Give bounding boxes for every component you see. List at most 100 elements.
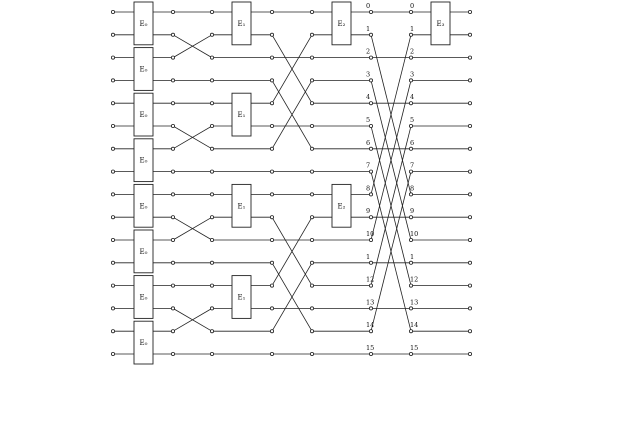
wire-node bbox=[111, 55, 116, 60]
permutation-wire bbox=[370, 34, 412, 195]
wire-node bbox=[309, 260, 314, 265]
wire-node bbox=[170, 192, 175, 197]
wire-node bbox=[408, 329, 413, 334]
wire-node bbox=[170, 101, 175, 106]
wire-node bbox=[269, 124, 274, 129]
wire-index-label: 7 bbox=[366, 162, 370, 170]
wire-node bbox=[309, 329, 314, 334]
wire-index-label: 4 bbox=[410, 93, 414, 101]
wire-node bbox=[368, 124, 373, 129]
wire-node bbox=[170, 55, 175, 60]
wire-node bbox=[467, 260, 472, 265]
compare-element-box bbox=[331, 1, 352, 46]
wire-index-label: 2 bbox=[366, 48, 370, 56]
wire-node bbox=[269, 351, 274, 356]
wire-node bbox=[408, 101, 413, 106]
permutation-wire bbox=[172, 308, 213, 332]
wire-node bbox=[309, 146, 314, 151]
compare-element-label: E₁ bbox=[238, 202, 246, 210]
wire-node bbox=[111, 351, 116, 356]
compare-element-label: E₀ bbox=[140, 20, 148, 28]
wire-node bbox=[170, 78, 175, 83]
wire-index-label: 1 bbox=[366, 25, 370, 33]
wire-node bbox=[408, 237, 413, 242]
wire-node bbox=[467, 32, 472, 37]
wire-node bbox=[209, 351, 214, 356]
wire-node bbox=[111, 306, 116, 311]
compare-element-box bbox=[133, 1, 154, 46]
wire-node bbox=[269, 192, 274, 197]
wire-node bbox=[408, 215, 413, 220]
compare-element-label: E₀ bbox=[140, 111, 148, 119]
wire-node bbox=[111, 146, 116, 151]
compare-element-label: E₁ bbox=[238, 111, 246, 119]
wire-node bbox=[209, 101, 214, 106]
wire-node bbox=[209, 78, 214, 83]
wire-node bbox=[408, 32, 413, 37]
wire-node bbox=[209, 306, 214, 311]
wire-node bbox=[269, 260, 274, 265]
wire-node bbox=[408, 283, 413, 288]
wire-node bbox=[170, 306, 175, 311]
permutation-wire bbox=[370, 125, 412, 286]
wire-node bbox=[467, 101, 472, 106]
wire-node bbox=[111, 215, 116, 220]
wire-node bbox=[170, 237, 175, 242]
wire-node bbox=[467, 329, 472, 334]
wire-node bbox=[467, 124, 472, 129]
wire-node bbox=[309, 55, 314, 60]
compare-element-box bbox=[430, 1, 451, 46]
compare-element-label: E₂ bbox=[338, 202, 346, 210]
wire-node bbox=[209, 329, 214, 334]
wire-node bbox=[408, 124, 413, 129]
wire-node bbox=[309, 237, 314, 242]
permutation-wire bbox=[370, 171, 412, 332]
wire-node bbox=[368, 9, 373, 14]
wire-node bbox=[467, 351, 472, 356]
wire-index-label: 13 bbox=[410, 298, 418, 306]
wire-node bbox=[368, 146, 373, 151]
wire-node bbox=[209, 32, 214, 37]
wire-index-label: 8 bbox=[410, 184, 414, 192]
wire-node bbox=[368, 32, 373, 37]
compare-element-box bbox=[331, 183, 352, 228]
wire-node bbox=[269, 9, 274, 14]
wire-node bbox=[408, 146, 413, 151]
wire-label-layer: 0123456789101121314150123456789101121314… bbox=[366, 2, 418, 352]
wire-node bbox=[368, 55, 373, 60]
wire-node bbox=[170, 260, 175, 265]
wire-node bbox=[269, 78, 274, 83]
wire-node bbox=[269, 101, 274, 106]
compare-element-label: E₁ bbox=[238, 294, 246, 302]
wire-node bbox=[309, 192, 314, 197]
compare-element-box bbox=[231, 1, 252, 46]
compare-element-label: E₀ bbox=[140, 202, 148, 210]
wire-node bbox=[467, 9, 472, 14]
compare-element-label: E₂ bbox=[338, 20, 346, 28]
wire-node bbox=[309, 215, 314, 220]
wire-node bbox=[170, 124, 175, 129]
wire-node bbox=[467, 146, 472, 151]
wire-node bbox=[269, 237, 274, 242]
wire-node bbox=[309, 78, 314, 83]
wire-node bbox=[111, 9, 116, 14]
compare-element-label: E₀ bbox=[140, 66, 148, 74]
wire-node bbox=[209, 124, 214, 129]
wire-node bbox=[408, 192, 413, 197]
compare-element-label: E₀ bbox=[140, 294, 148, 302]
wire-index-label: 14 bbox=[410, 321, 418, 329]
permutation-wire bbox=[271, 216, 313, 286]
wire-node bbox=[368, 283, 373, 288]
wire-node bbox=[170, 146, 175, 151]
compare-element-box bbox=[133, 138, 154, 183]
wire-node bbox=[209, 146, 214, 151]
compare-element-label: E₀ bbox=[140, 339, 148, 347]
wire-node bbox=[467, 55, 472, 60]
wire-index-label: 1 bbox=[366, 253, 370, 261]
compare-element-label: E₀ bbox=[140, 157, 148, 165]
wire-index-label: 6 bbox=[366, 139, 370, 147]
wire-node bbox=[368, 351, 373, 356]
wire-node bbox=[408, 260, 413, 265]
wire-node bbox=[467, 169, 472, 174]
